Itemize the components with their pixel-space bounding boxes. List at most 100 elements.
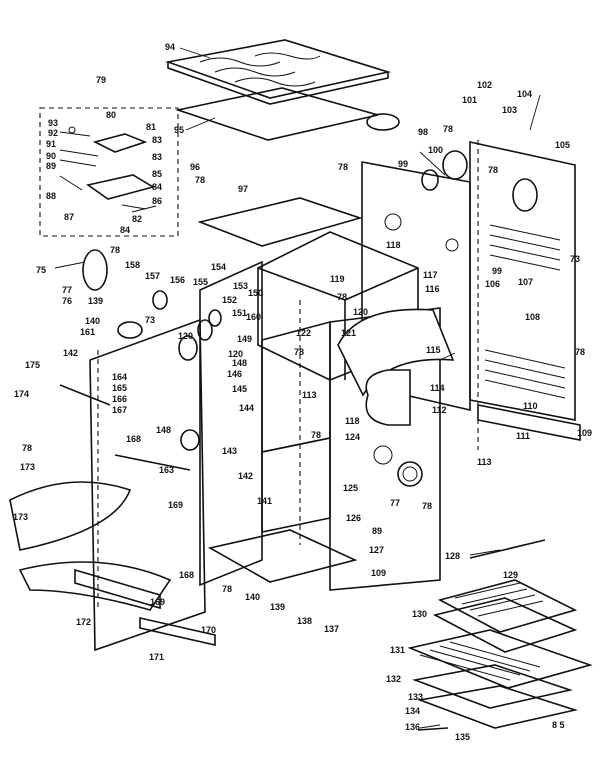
callout-146: 146 — [227, 369, 242, 379]
callout-173: 173 — [13, 512, 28, 522]
callout-91: 91 — [46, 139, 56, 149]
callout-78: 78 — [488, 165, 498, 175]
callout-79: 79 — [96, 75, 106, 85]
callout-106: 106 — [485, 279, 500, 289]
callout-94: 94 — [165, 42, 175, 52]
callout-126: 126 — [346, 513, 361, 523]
callout-122: 122 — [296, 328, 311, 338]
callout-144: 144 — [239, 403, 254, 413]
callout-140: 140 — [85, 316, 100, 326]
callout-148: 148 — [156, 425, 171, 435]
callout-78: 78 — [338, 162, 348, 172]
callout-93: 93 — [48, 118, 58, 128]
callout-141: 141 — [257, 496, 272, 506]
left-side-panel — [9, 318, 216, 652]
callout-84: 84 — [120, 225, 130, 235]
callout-161: 161 — [80, 327, 95, 337]
callout-137: 137 — [324, 624, 339, 634]
callout-120: 120 — [228, 349, 243, 359]
callout-78: 78 — [294, 347, 304, 357]
callout-83: 83 — [152, 135, 162, 145]
callout-131: 131 — [390, 645, 405, 655]
callout-160: 160 — [246, 312, 261, 322]
callout-142: 142 — [238, 471, 253, 481]
callout-73: 73 — [570, 254, 580, 264]
rod-128 — [469, 539, 546, 559]
callout-109: 109 — [371, 568, 386, 578]
callout-99: 99 — [398, 159, 408, 169]
callout-143: 143 — [222, 446, 237, 456]
callout-129: 129 — [503, 570, 518, 580]
callout-86: 86 — [152, 196, 162, 206]
callout-78: 78 — [222, 584, 232, 594]
callout-115: 115 — [426, 345, 441, 355]
callout-113: 113 — [477, 457, 492, 467]
callout-108: 108 — [525, 312, 540, 322]
callout-90: 90 — [46, 151, 56, 161]
callout-151: 151 — [232, 308, 247, 318]
broil-pan-set — [407, 579, 593, 731]
callout-98: 98 — [418, 127, 428, 137]
callout-88: 88 — [46, 191, 56, 201]
callout-109: 109 — [577, 428, 592, 438]
callout-96: 96 — [190, 162, 200, 172]
callout-171: 171 — [149, 652, 164, 662]
callout-174: 174 — [14, 389, 29, 399]
callout-81: 81 — [146, 122, 156, 132]
callout-168: 168 — [179, 570, 194, 580]
callout-119: 119 — [330, 274, 345, 284]
callout-114: 114 — [430, 383, 445, 393]
callout-120: 120 — [178, 331, 193, 341]
callout-168: 168 — [126, 434, 141, 444]
callout-89: 89 — [372, 526, 382, 536]
callout-78: 78 — [195, 175, 205, 185]
callout-163: 163 — [159, 465, 174, 475]
callout-127: 127 — [369, 545, 384, 555]
callout-92: 92 — [48, 128, 58, 138]
callout-148: 148 — [232, 358, 247, 368]
callout-158: 158 — [125, 260, 140, 270]
callout-100: 100 — [428, 145, 443, 155]
callout-78: 78 — [22, 443, 32, 453]
callout-152: 152 — [222, 295, 237, 305]
callout-85: 85 — [152, 169, 162, 179]
callout-134: 134 — [405, 706, 420, 716]
callout-142: 142 — [63, 348, 78, 358]
callout-130: 130 — [412, 609, 427, 619]
callout-145: 145 — [232, 384, 247, 394]
callout-118: 118 — [345, 416, 360, 426]
callout-172: 172 — [76, 617, 91, 627]
callout-111: 111 — [516, 431, 530, 441]
callout-116: 116 — [425, 284, 440, 294]
callout-113: 113 — [302, 390, 317, 400]
oven-cabinet — [197, 140, 581, 591]
callout-83: 83 — [152, 152, 162, 162]
callout-149: 149 — [237, 334, 252, 344]
callout-125: 125 — [343, 483, 358, 493]
callout-77: 77 — [62, 285, 72, 295]
callout-80: 80 — [106, 110, 116, 120]
callout-153: 153 — [233, 281, 248, 291]
callout-103: 103 — [502, 105, 517, 115]
callout-169: 169 — [150, 597, 165, 607]
callout-76: 76 — [62, 296, 72, 306]
callout-78: 78 — [422, 501, 432, 511]
callout-164: 164 — [112, 372, 127, 382]
callout-110: 110 — [523, 401, 538, 411]
callout-166: 166 — [112, 394, 127, 404]
callout-138: 138 — [297, 616, 312, 626]
callout-89: 89 — [46, 161, 56, 171]
callout-135: 135 — [455, 732, 470, 742]
callout-117: 117 — [423, 270, 438, 280]
callout-87: 87 — [64, 212, 74, 222]
callout-121: 121 — [341, 328, 356, 338]
callout-170: 170 — [201, 625, 216, 635]
top-cover-94 — [164, 39, 392, 105]
corner-mark: 8 5 — [552, 720, 565, 730]
callout-150: 150 — [248, 288, 263, 298]
callout-132: 132 — [386, 674, 401, 684]
hinge-assembly-inset — [39, 107, 179, 237]
callout-78: 78 — [311, 430, 321, 440]
callout-84: 84 — [152, 182, 162, 192]
